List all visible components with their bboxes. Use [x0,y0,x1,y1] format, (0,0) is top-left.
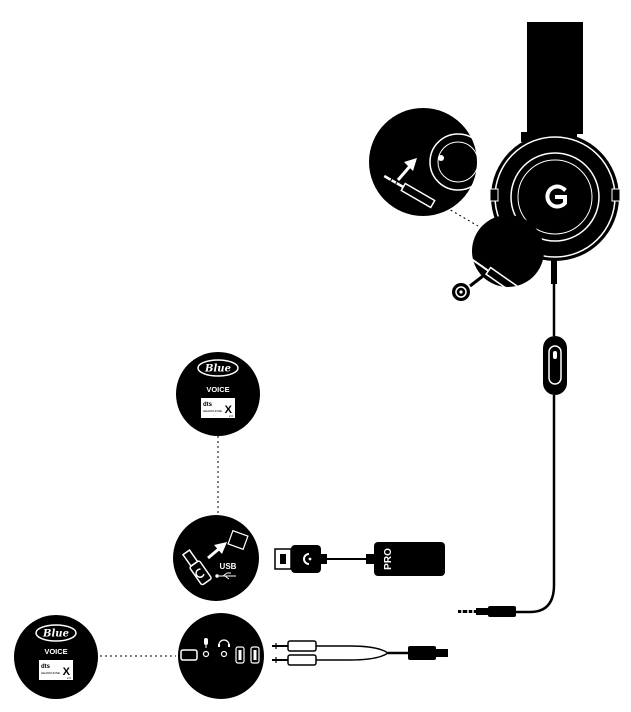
usb-trident-icon [215,572,236,580]
voice-label: VOICE [44,647,67,656]
headphone-label: HEADPHONE [203,409,222,413]
blue-logo: Blue [42,629,69,640]
x-mark: X [225,404,233,416]
usb-port-zoom: USB [173,515,259,601]
boom-mic-zoom [452,215,544,301]
mic-port-zoom [369,108,487,216]
x-version: 2.0 [67,676,72,680]
arrow-icon [396,158,417,181]
dts-label: dts [203,402,213,408]
headset-cable [516,284,556,614]
usb-label: USB [220,562,237,571]
voice-label: VOICE [206,385,229,394]
dts-headphone-x-badge [39,660,73,680]
pc-splitter-icon [272,640,448,666]
mute-switch-icon [543,336,567,395]
usb-cable [274,545,374,573]
microphone-icon [553,351,557,359]
headphone-label: HEADPHONE [41,671,60,675]
dts-label: dts [41,664,51,670]
x-version: 2.0 [229,414,234,418]
headband [527,22,583,134]
arrow-icon [207,542,227,560]
mic-port-icon [438,155,444,161]
pc-ports-zoom [178,613,264,699]
microphone-icon [204,638,208,648]
headphone-icon [218,639,230,647]
blue-logo: Blue [204,364,231,375]
blue-voice-badge-bottom: Blue VOICE dts HEADPHONE X 2.0 [14,615,98,699]
dts-headphone-x-badge [201,398,235,418]
audio-jack-icon [458,606,516,617]
blue-voice-badge: Blue VOICE dts HEADPHONE X 2.0 [176,352,260,436]
x-mark: X [63,666,71,678]
logitech-g-icon [545,184,567,209]
pro-usb-sound-card: PRO [374,542,445,576]
pro-label: PRO [383,548,394,570]
